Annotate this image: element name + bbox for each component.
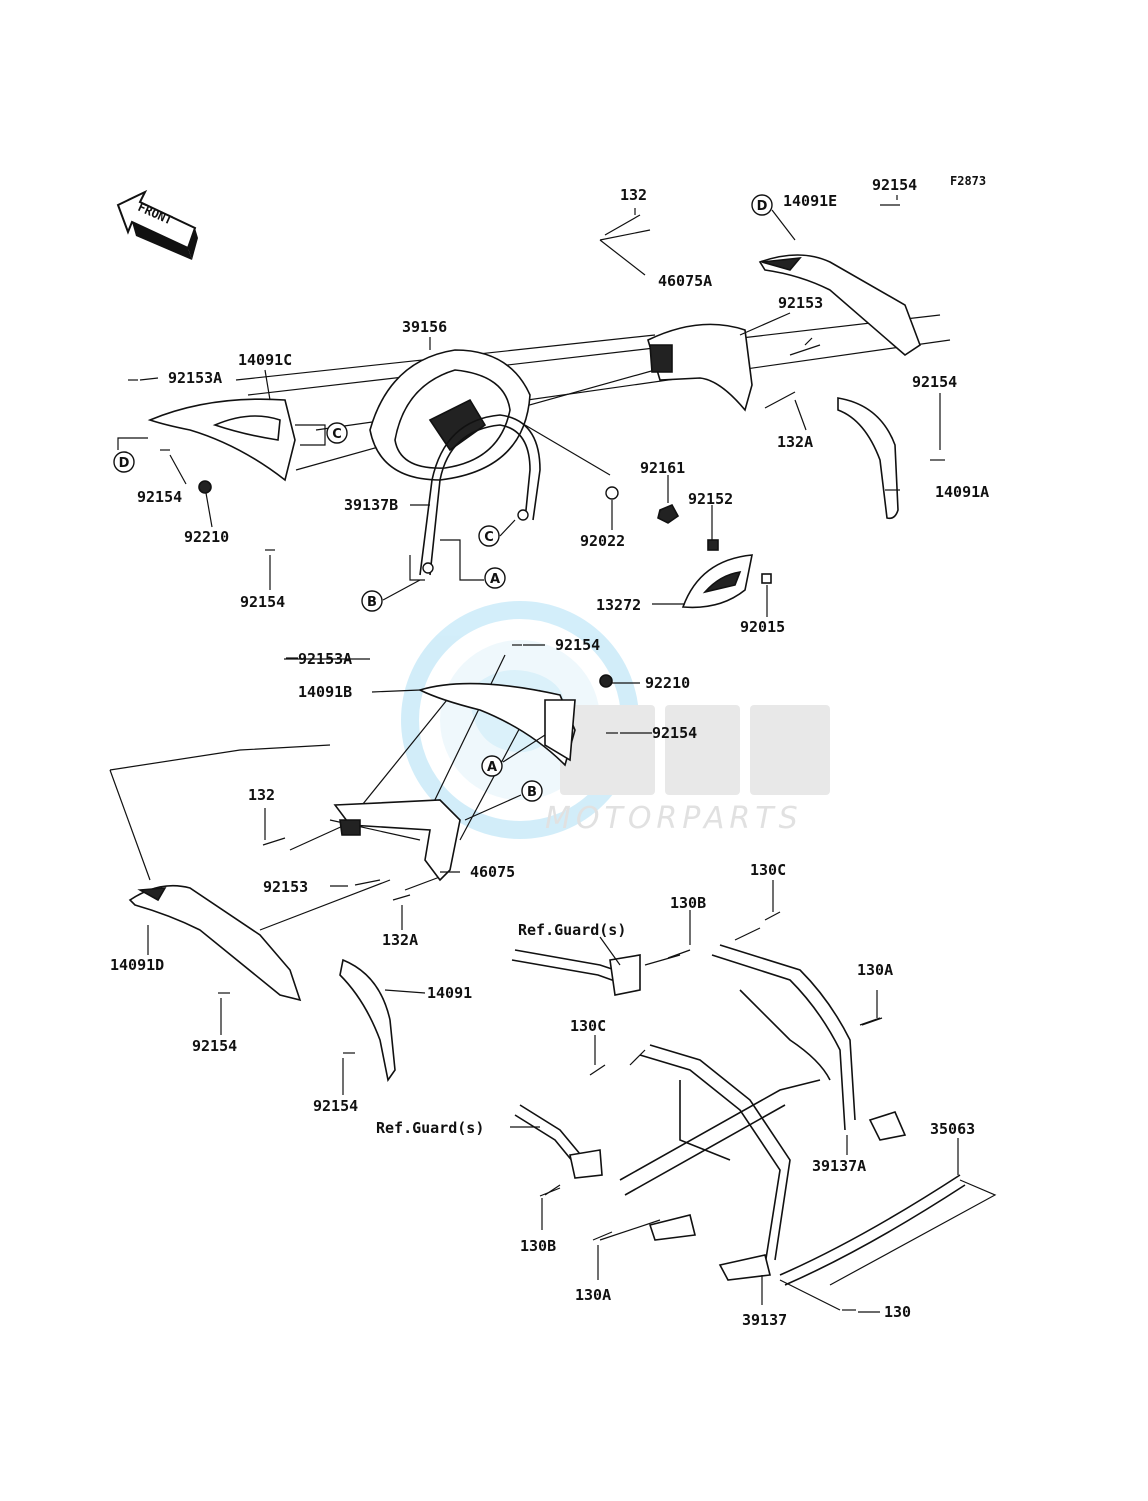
svg-text:B: B [367,595,377,610]
callouts: D C D C A B A [113,194,773,821]
bracket-39137B [419,414,541,576]
label-130B-bot: 130B [520,1237,556,1255]
figure-code: F2873 [950,174,986,188]
fasteners-bottom [539,911,883,1311]
cover-14091D [128,884,302,1002]
guard-39137A [711,944,907,1141]
callout-C-mid: C [478,519,516,547]
label-39137B: 39137B [344,496,398,514]
cover-14091A [837,397,899,520]
cover-14091E [758,254,921,357]
cover-14091 [339,958,396,1082]
label-130C-mid: 130C [570,1017,606,1035]
label-132A-top: 132A [777,433,813,451]
label-130: 130 [884,1303,911,1321]
label-92210-mid: 92210 [645,674,690,692]
label-92153A-top: 92153A [168,369,222,387]
svg-text:A: A [487,760,497,775]
svg-text:D: D [757,199,768,214]
bracket-46075A [647,323,753,412]
label-92154-bl: 92154 [192,1037,237,1055]
label-130C-top: 130C [750,861,786,879]
label-14091A: 14091A [935,483,989,501]
fasteners-mid [218,644,618,1054]
label-14091E: 14091E [783,192,837,210]
label-92153-top: 92153 [778,294,823,312]
label-92153A-mid: 92153A [298,650,352,668]
label-92154-mid: 92154 [555,636,600,654]
svg-text:A: A [490,572,500,587]
guard-39137 [619,1044,821,1281]
watermark-sub: MOTORPARTS [545,801,803,836]
callout-A-mid: A [481,734,546,777]
callout-A-top: A [440,539,506,589]
leader-lines [139,195,959,1313]
svg-text:B: B [527,785,537,800]
label-35063: 35063 [930,1120,975,1138]
label-14091C: 14091C [238,351,292,369]
svg-text:C: C [332,427,342,442]
label-39156: 39156 [402,318,447,336]
label-92015: 92015 [740,618,785,636]
cover-14091C [147,398,296,482]
fasteners-top [128,204,945,584]
callout-D-left: D [113,437,148,473]
label-14091: 14091 [427,984,472,1002]
assembly-lines-bottom [544,927,997,1311]
label-46075A: 46075A [658,272,712,290]
label-132-top: 132 [620,186,647,204]
saddlebag-39156 [369,349,531,481]
label-92152: 92152 [688,490,733,508]
label-46075: 46075 [470,863,515,881]
label-14091D: 14091D [110,956,164,974]
label-ref-guard-1: Ref.Guard(s) [518,921,626,939]
assembly-lines-top [235,229,951,476]
label-92154-bl2: 92154 [313,1097,358,1115]
plate-13272 [681,554,753,609]
label-130B-top: 130B [670,894,706,912]
callout-B-top: B [361,555,425,612]
label-92154-r: 92154 [912,373,957,391]
watermark: MOTORPARTS [401,601,830,839]
label-ref-guard-2: Ref.Guard(s) [376,1119,484,1137]
part-labels: 132 14091E 92154 46075A 92153 39156 1409… [110,176,989,1329]
label-92154-left: 92154 [137,488,182,506]
label-92154-mid2: 92154 [652,724,697,742]
svg-text:D: D [119,456,130,471]
label-14091B: 14091B [298,683,352,701]
label-92154-tr: 92154 [872,176,917,194]
label-130A-bot: 130A [575,1286,611,1304]
label-92161: 92161 [640,459,685,477]
callout-C-top: C [295,422,348,446]
watermark-gem-logo [560,705,830,795]
stay-35063 [779,1174,966,1286]
label-92210-left: 92210 [184,528,229,546]
label-132-mid: 132 [248,786,275,804]
bracket-46075 [333,799,461,882]
callout-B-mid: B [464,780,543,821]
label-92154-left2: 92154 [240,593,285,611]
svg-text:C: C [484,530,494,545]
label-13272: 13272 [596,596,641,614]
front-arrow-icon: FRONT [116,189,198,260]
label-39137: 39137 [742,1311,787,1329]
label-92153-mid: 92153 [263,878,308,896]
label-132A-mid: 132A [382,931,418,949]
callout-D-top: D [751,194,773,216]
label-130A-r: 130A [857,961,893,979]
guard-left-bottom [514,1104,603,1179]
cover-14091B [417,682,576,767]
guard-left-top [511,949,641,996]
label-39137A: 39137A [812,1157,866,1175]
label-92022: 92022 [580,532,625,550]
